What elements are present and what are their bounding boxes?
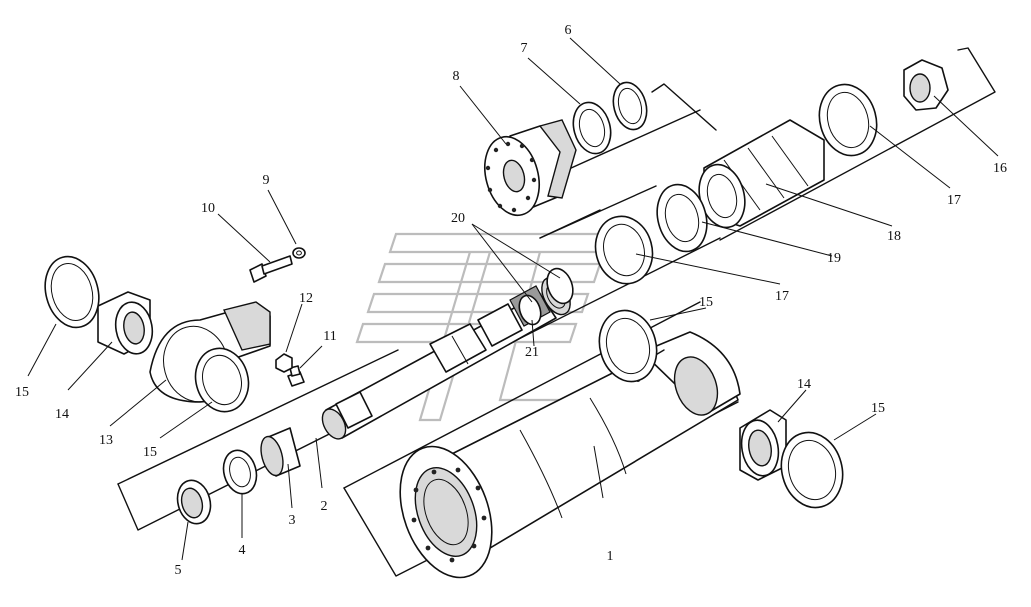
part-7-ring	[572, 101, 612, 155]
part-15-snap-ring-left	[44, 255, 100, 329]
callout-19: 19	[827, 251, 841, 266]
part-10-bolt	[249, 255, 293, 283]
part-17-ring-center	[594, 215, 654, 285]
callout-11: 11	[323, 329, 336, 344]
part-14-bearing-right	[739, 409, 787, 481]
callout-14-left: 14	[55, 407, 69, 422]
callout-10: 10	[201, 201, 215, 216]
part-1-cylinder-barrel	[399, 331, 741, 579]
part-18-piston	[698, 119, 825, 229]
part-15-snap-ring-right	[780, 431, 844, 509]
part-21-seal	[518, 294, 542, 326]
part-20-seal	[546, 267, 574, 305]
callout-16: 16	[993, 161, 1007, 176]
part-12-nut	[275, 353, 293, 373]
part-11-grease-fitting	[287, 365, 305, 387]
part-6-ring	[612, 81, 648, 131]
callouts: 1 2 3 4 5 6 7 8 9 10 11 12 13 14 14 15 1…	[15, 23, 1007, 578]
callout-13: 13	[99, 433, 113, 448]
part-4-ring	[222, 449, 258, 495]
callout-14-right: 14	[797, 377, 811, 392]
callout-20: 20	[451, 211, 465, 226]
callout-1: 1	[607, 549, 614, 564]
callout-17-center: 17	[775, 289, 789, 304]
callout-5: 5	[175, 563, 182, 578]
part-9-washer	[292, 247, 306, 259]
part-3-sleeve	[260, 427, 301, 477]
part-2-piston-rod	[321, 276, 571, 440]
leader-lines	[27, 37, 999, 561]
part-5-wiper	[176, 479, 212, 525]
callout-15-left: 15	[15, 385, 29, 400]
part-19-ring	[656, 183, 708, 253]
part-14-bearing-left	[97, 291, 154, 355]
callout-3: 3	[289, 513, 296, 528]
part-16-nut	[903, 59, 949, 111]
callout-6: 6	[565, 23, 572, 38]
callout-8: 8	[453, 69, 460, 84]
callout-7: 7	[521, 41, 528, 56]
callout-12: 12	[299, 291, 313, 306]
callout-15-right: 15	[871, 401, 885, 416]
part-15-snap-ring-eye	[194, 347, 250, 413]
callout-4: 4	[239, 543, 246, 558]
callout-9: 9	[263, 173, 270, 188]
callout-2: 2	[321, 499, 328, 514]
callout-17-right: 17	[947, 193, 961, 208]
callout-21: 21	[525, 345, 539, 360]
part-17-ring-right	[818, 83, 878, 157]
part-8-gland	[484, 119, 577, 217]
callout-18: 18	[887, 229, 901, 244]
callout-15-eye: 15	[143, 445, 157, 460]
callout-15-top: 15	[699, 295, 713, 310]
part-15-snap-ring-top	[598, 309, 658, 383]
